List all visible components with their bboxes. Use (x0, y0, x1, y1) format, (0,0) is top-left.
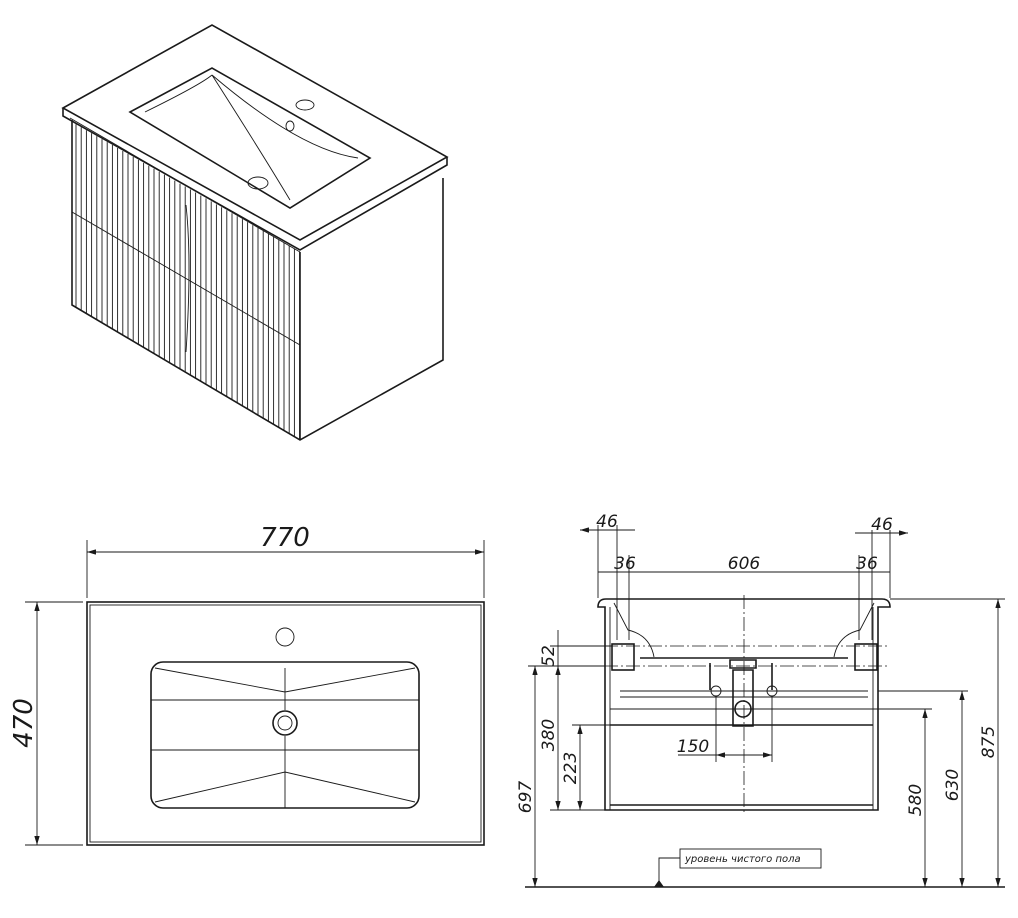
width-dimension: 770 (260, 523, 310, 553)
floor-level-label: уровень чистого пола (684, 854, 801, 865)
dim-630: 630 (943, 769, 963, 801)
dim-580: 580 (906, 784, 926, 816)
dim-52: 52 (539, 645, 559, 667)
floor-marker-icon (654, 880, 664, 887)
dim-606: 606 (728, 554, 761, 574)
basin (128, 67, 372, 209)
isometric-view (61, 24, 449, 441)
right-bracket (854, 643, 878, 671)
drain-hole (247, 176, 269, 190)
dim-36-right: 36 (856, 554, 878, 574)
drain (272, 710, 298, 736)
countertop-top (61, 24, 449, 241)
dim-697: 697 (516, 781, 536, 814)
fluted-front (75, 124, 301, 440)
dim-36-left: 36 (614, 554, 636, 574)
tap-hole (275, 627, 295, 647)
depth-dimension: 470 (9, 698, 39, 748)
front-view: 46 46 36 606 36 52 380 223 697 150 580 6… (516, 512, 1005, 888)
dim-46-right: 46 (871, 515, 893, 535)
tap-hole (295, 99, 315, 111)
dim-380: 380 (539, 719, 559, 751)
dim-150: 150 (677, 737, 709, 757)
cabinet-outline (597, 598, 891, 811)
left-bracket (611, 643, 635, 671)
dim-223: 223 (561, 752, 581, 784)
dim-46-left: 46 (596, 512, 618, 532)
dim-875: 875 (979, 726, 999, 758)
plan-view: 770 470 (9, 523, 485, 846)
